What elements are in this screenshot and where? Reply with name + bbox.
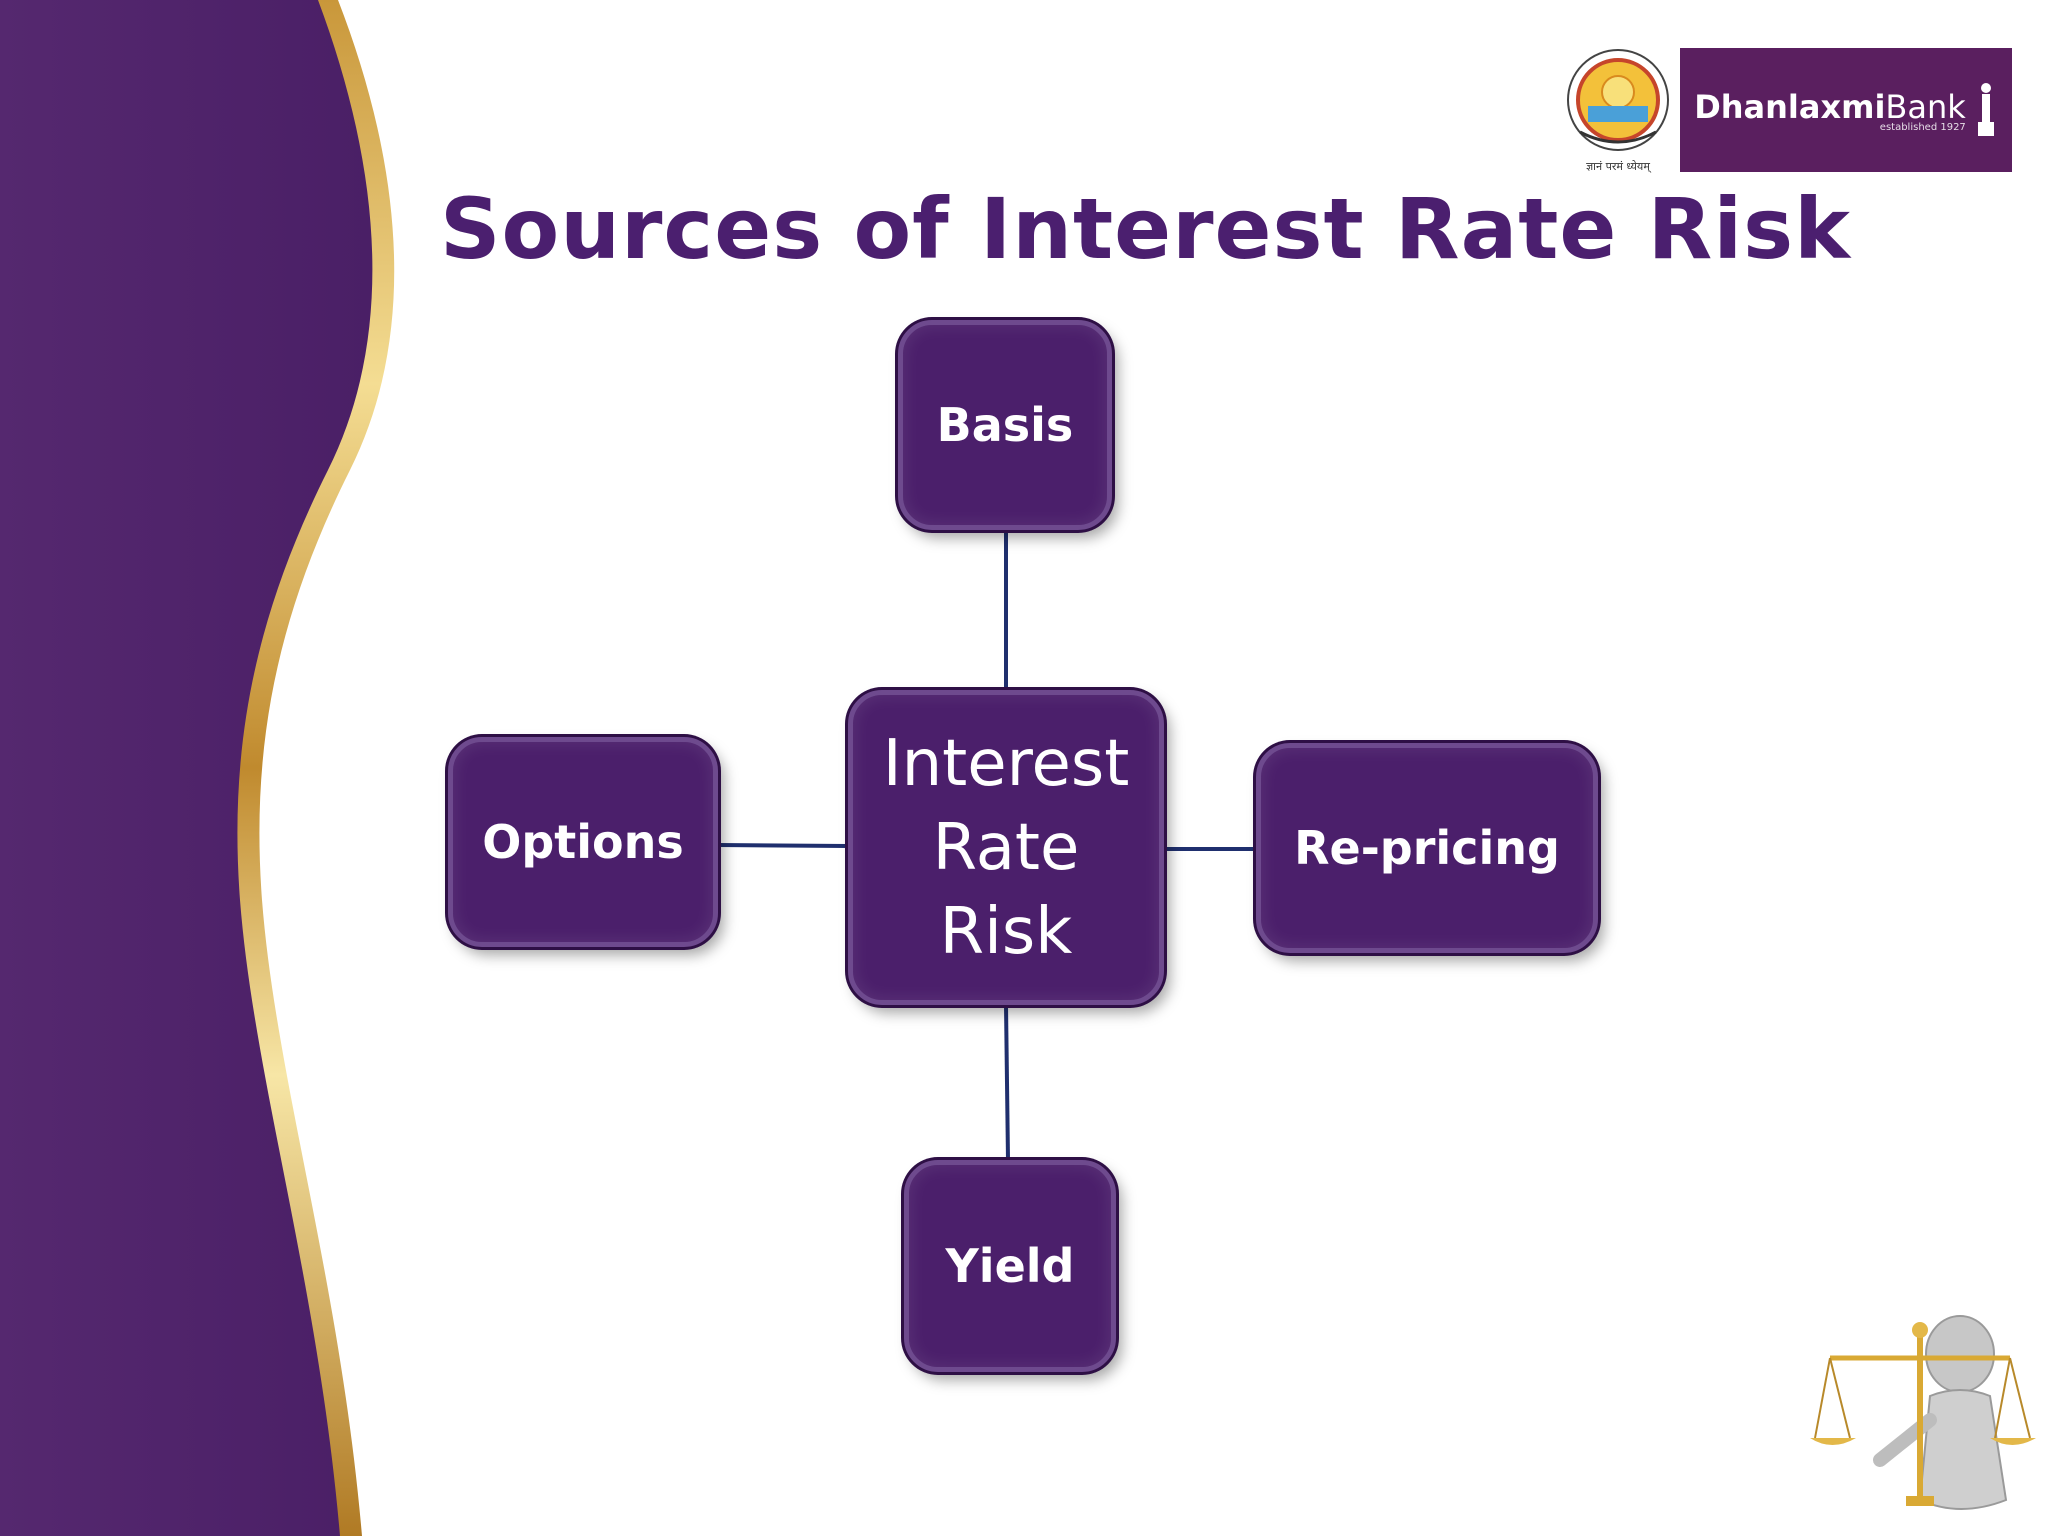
university-seal-icon: ज्ञानं परमं ध्येयम् xyxy=(1567,49,1669,173)
bank-logo-text: DhanlaxmiBank established 1927 xyxy=(1694,88,1966,133)
node-basis: Basis xyxy=(898,320,1112,530)
svg-text:ज्ञानं परमं ध्येयम्: ज्ञानं परमं ध्येयम् xyxy=(1586,160,1652,173)
lakshmi-figure-icon xyxy=(1977,83,1994,136)
purple-wave-band xyxy=(0,0,373,1536)
bank-name-bold: Dhanlaxmi xyxy=(1694,87,1886,126)
connector-bottom xyxy=(1004,1004,1010,1161)
node-re-pricing: Re-pricing xyxy=(1256,743,1598,953)
node-options: Options xyxy=(448,737,718,947)
node-interest-rate-risk: Interest Rate Risk xyxy=(848,690,1164,1005)
bank-tagline: established 1927 xyxy=(1879,121,1966,133)
bank-name-light: Bank xyxy=(1885,87,1966,126)
node-yield: Yield xyxy=(904,1160,1116,1372)
node-re-pricing-label: Re-pricing xyxy=(1294,821,1560,875)
node-basis-label: Basis xyxy=(936,398,1074,452)
node-center-label: Interest Rate Risk xyxy=(882,726,1130,969)
figure-with-scales-icon xyxy=(1810,1315,2036,1510)
connector-left xyxy=(717,843,849,848)
node-options-label: Options xyxy=(482,815,684,869)
dhanlaxmi-bank-logo: DhanlaxmiBank established 1927 xyxy=(1680,48,2012,172)
connector-lines xyxy=(717,530,1256,1161)
node-yield-label: Yield xyxy=(945,1239,1075,1293)
slide-title: Sources of Interest Rate Risk xyxy=(440,180,1851,278)
